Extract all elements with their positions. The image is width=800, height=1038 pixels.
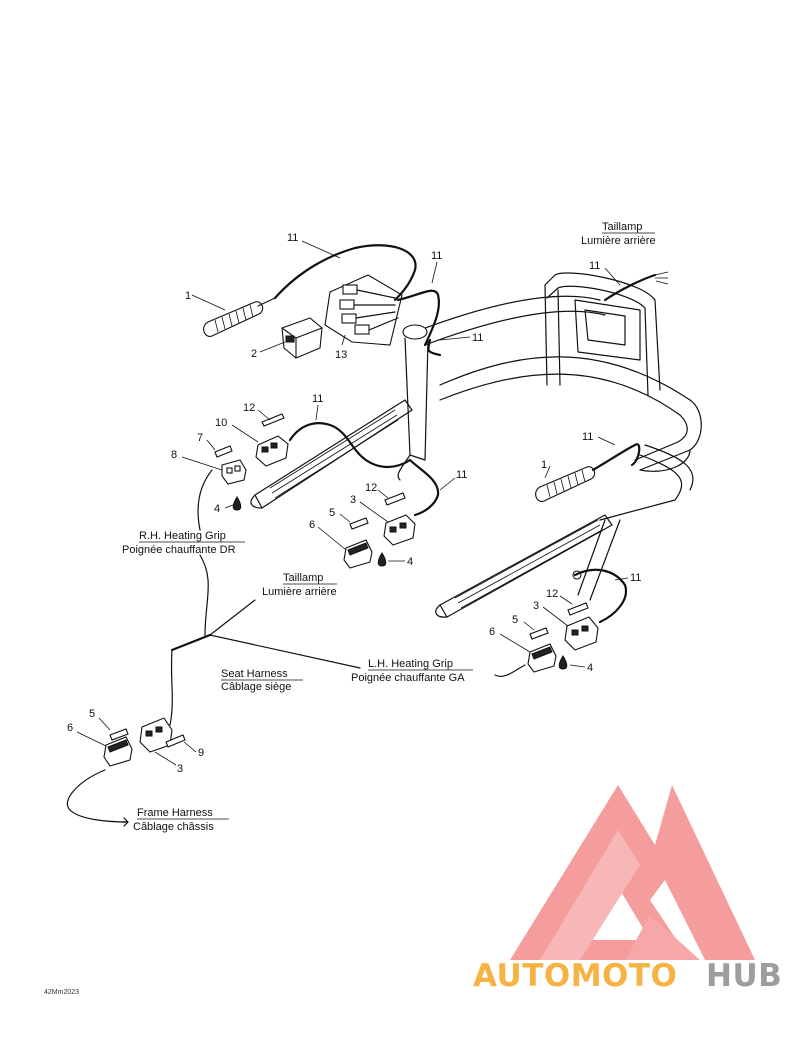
callout-2: 2: [251, 348, 257, 360]
callout-11: 11: [589, 260, 600, 272]
callout-3: 3: [533, 600, 539, 612]
callout-11: 11: [456, 469, 467, 481]
taillamp-mid-en: Taillamp: [283, 572, 323, 584]
connector-10: [255, 435, 289, 467]
connector-6-lower: [103, 736, 133, 767]
rh-grip-rail: [250, 399, 413, 509]
taillamp-top-en: Taillamp: [602, 221, 642, 233]
watermark-text-automoto: AUTOMOTO: [473, 958, 677, 994]
watermark-text: AUTOMOTO HUB: [473, 958, 782, 994]
callout-5: 5: [329, 507, 335, 519]
callout-5: 5: [89, 708, 95, 720]
callout-6: 6: [67, 722, 73, 734]
connector-3-lower: [139, 717, 173, 753]
drawing-code: 42Mm2023: [44, 989, 79, 996]
watermark-logo: [510, 785, 755, 960]
leader-lines: [76, 240, 629, 766]
connector-3-right: [564, 616, 599, 651]
callout-4: 4: [214, 503, 220, 515]
callout-12: 12: [365, 482, 377, 494]
wires: [66, 244, 669, 827]
callout-1: 1: [541, 459, 547, 471]
heating-element-lower: [535, 466, 596, 502]
callout-12: 12: [243, 402, 255, 414]
callout-6: 6: [309, 519, 315, 531]
callout-11: 11: [287, 232, 298, 244]
callout-5: 5: [512, 614, 518, 626]
callout-13: 13: [335, 349, 347, 361]
callout-11: 11: [472, 332, 483, 344]
lh-grip-en: L.H. Heating Grip: [368, 658, 453, 670]
frame-harness-fr: Câblage châssis: [133, 821, 214, 833]
seat-harness-fr: Câblage siège: [221, 681, 291, 693]
callout-4: 4: [407, 556, 413, 568]
callout-3: 3: [177, 763, 183, 775]
rh-grip-fr: Poignée chauffante DR: [122, 544, 236, 556]
part-numbers: 11 1 2 13 11 11 11 11 12 10 7 8 4 11 12 …: [67, 232, 641, 775]
connector-3-upper: [383, 514, 416, 546]
connector-module-2: [281, 317, 323, 359]
frame-harness-en: Frame Harness: [137, 807, 213, 819]
callout-9: 9: [198, 747, 204, 759]
small-parts: [109, 413, 589, 748]
callout-11: 11: [582, 431, 593, 443]
lh-grip-fr: Poignée chauffante GA: [351, 672, 465, 684]
callout-labels: Taillamp Lumière arrière R.H. Heating Gr…: [122, 221, 656, 833]
callout-1: 1: [185, 290, 191, 302]
taillamp-mid-fr: Lumière arrière: [262, 586, 337, 598]
callout-11: 11: [431, 250, 442, 262]
callout-7: 7: [197, 432, 203, 444]
taillamp-top-fr: Lumière arrière: [581, 235, 656, 247]
callout-11: 11: [312, 393, 323, 405]
connector-6-upper: [343, 539, 373, 569]
callout-11: 11: [630, 572, 641, 584]
rear-rack-frame: [419, 272, 702, 601]
lh-grip-rail: [435, 514, 613, 618]
callout-8: 8: [171, 449, 177, 461]
callout-6: 6: [489, 626, 495, 638]
callout-10: 10: [215, 417, 227, 429]
heating-element-upper: [203, 297, 276, 337]
seat-harness-en: Seat Harness: [221, 668, 288, 680]
harness-box-13: [324, 274, 403, 346]
rh-grip-en: R.H. Heating Grip: [139, 530, 226, 542]
connector-6-right: [527, 643, 557, 673]
callout-12: 12: [546, 588, 558, 600]
connector-8: [221, 459, 247, 485]
label-underlines: [137, 232, 655, 820]
callout-4: 4: [587, 662, 593, 674]
upright-post: [397, 324, 429, 481]
watermark-text-hub: HUB: [706, 958, 782, 994]
callout-3: 3: [350, 494, 356, 506]
grease-drops: [232, 496, 568, 670]
